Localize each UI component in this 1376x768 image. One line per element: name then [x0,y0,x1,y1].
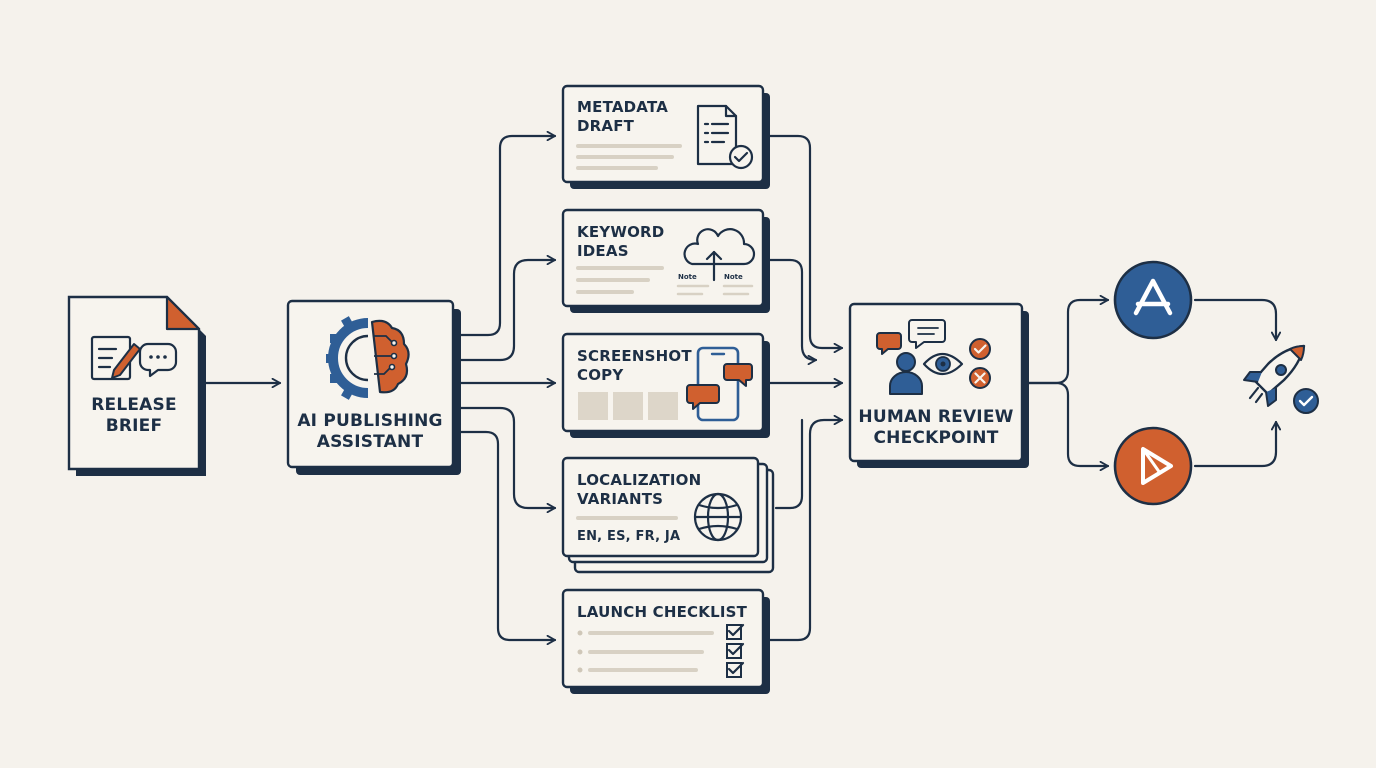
localization-label-2: VARIANTS [577,490,663,508]
screenshot-thumb-2 [613,392,643,420]
localization-label-1: LOCALIZATION [577,471,701,489]
review-label-2: CHECKPOINT [873,428,998,448]
document-check-icon [696,104,754,170]
reviewer-icon [876,319,964,395]
connector-playstore-to-launch [1193,420,1276,468]
screenshot-label-2: COPY [577,366,624,384]
connector-assistant-to-launch [458,430,557,640]
connector-metadata-to-review [766,134,844,348]
connector-review-to-appstore [1023,300,1110,385]
review-checkpoint-node: HUMAN REVIEW CHECKPOINT [848,302,1029,468]
connector-review-to-playstore [1023,381,1110,466]
keyword-ideas-node: KEYWORD IDEAS Note Note [561,208,770,313]
phone-chat-icon [686,346,753,422]
assistant-card [286,299,455,469]
speech-bubble-icon [138,342,178,378]
connector-assistant-to-metadata [458,136,557,337]
launch-check-badge [1293,388,1319,414]
reject-icon [969,367,991,389]
app-store-icon [1113,260,1193,340]
launch-label: LAUNCH CHECKLIST [577,603,748,621]
assistant-label-2: ASSISTANT [317,432,424,452]
checkbox-icons [726,623,745,678]
keyword-tag-left: Note [678,273,697,281]
connector-keyword-to-review [766,258,818,360]
screenshot-copy-node: SCREENSHOT COPY [561,332,770,438]
connector-assistant-to-keyword [458,260,557,362]
launch-checklist-node: LAUNCH CHECKLIST [561,588,770,694]
cloud-upload-icon [683,228,756,282]
connectors [198,134,1276,642]
rocket-icon [1243,344,1319,414]
metadata-label-2: DRAFT [577,117,635,135]
keyword-label-1: KEYWORD [577,223,664,241]
release-brief-label-2: BRIEF [106,416,163,436]
release-brief-card [67,295,201,471]
localization-variants-node: LOCALIZATION VARIANTS EN, ES, FR, JA [561,456,775,574]
launch-card [561,588,765,689]
screenshot-thumb-3 [648,392,678,420]
assistant-label-1: AI PUBLISHING [297,411,442,431]
localization-languages: EN, ES, FR, JA [577,529,680,544]
keyword-label-2: IDEAS [577,242,629,260]
release-brief-node: RELEASE BRIEF [67,295,206,476]
gear-brain-icon [326,316,410,400]
globe-icon [693,492,743,542]
play-store-icon [1113,426,1193,506]
metadata-label-1: METADATA [577,98,668,116]
document-pencil-icon [90,335,141,381]
keyword-tag-right: Note [724,273,743,281]
connector-localization-to-review [774,418,804,510]
folded-corner [165,295,201,331]
connector-appstore-to-launch [1193,298,1276,342]
checklist-rows [577,630,714,673]
assistant-node: AI PUBLISHING ASSISTANT [286,299,461,475]
release-brief-label-1: RELEASE [91,395,177,415]
review-label-1: HUMAN REVIEW [858,407,1013,427]
screenshot-thumb-1 [578,392,608,420]
metadata-draft-node: METADATA DRAFT [561,84,770,189]
approve-icon [969,338,991,360]
connector-assistant-to-localization [458,406,557,508]
screenshot-label-1: SCREENSHOT [577,347,692,365]
connector-launch-to-review [766,420,844,642]
